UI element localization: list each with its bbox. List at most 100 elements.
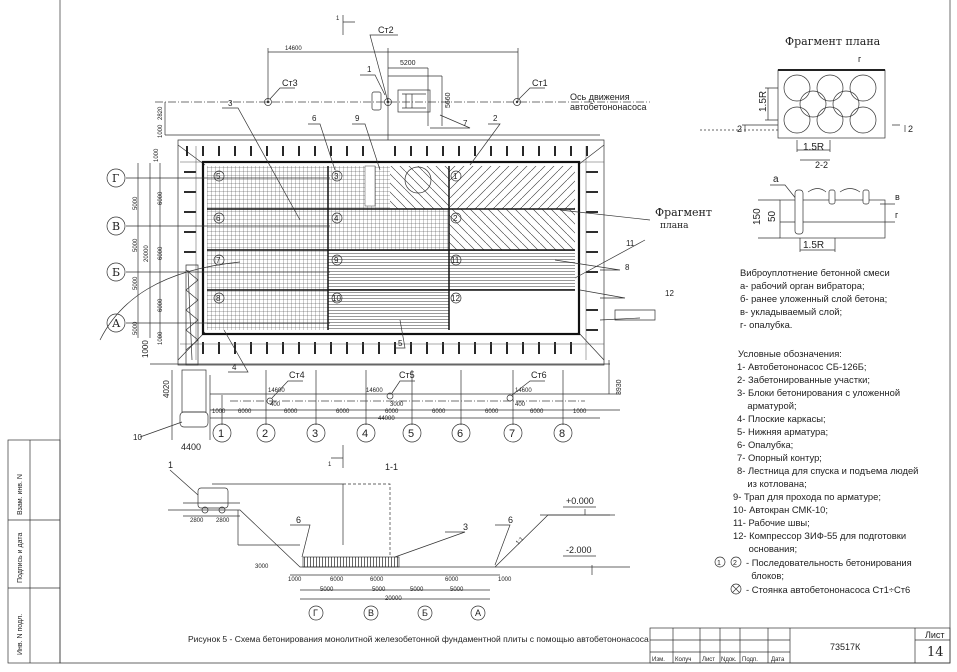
- svg-text:10: 10: [133, 433, 142, 442]
- sheet-label: Лист: [925, 630, 945, 640]
- station-st5: Ст5: [386, 370, 415, 400]
- svg-text:Ст2: Ст2: [378, 25, 394, 35]
- svg-text:5000: 5000: [410, 587, 424, 593]
- svg-text:9- Трап для прохода по арматур: 9- Трап для прохода по арматуре;: [733, 491, 881, 502]
- svg-text:а: а: [773, 174, 779, 185]
- vibration-notes: Виброуплотнение бетонной смеси а- рабочи…: [740, 267, 890, 330]
- svg-text:1000: 1000: [288, 577, 302, 583]
- col-change: Изм.: [652, 657, 665, 663]
- legend: Условные обозначения: 1- Автобетононасос…: [714, 348, 918, 595]
- svg-text:3: 3: [312, 428, 318, 440]
- svg-text:20000: 20000: [144, 245, 150, 262]
- svg-text:6000: 6000: [432, 409, 446, 415]
- svg-text:6: 6: [312, 114, 317, 123]
- svg-text:50: 50: [767, 210, 778, 222]
- svg-text:1.5R: 1.5R: [758, 91, 769, 112]
- svg-text:6000: 6000: [385, 409, 399, 415]
- svg-text:12: 12: [665, 289, 674, 298]
- figure-caption: Рисунок 5 - Схема бетонирования монолитн…: [188, 634, 649, 644]
- svg-text:в- укладываемый слой;: в- укладываемый слой;: [740, 306, 842, 317]
- svg-text:12: 12: [451, 294, 460, 303]
- svg-text:6: 6: [216, 214, 221, 223]
- svg-text:9: 9: [334, 256, 339, 265]
- drawing-code: 73517К: [830, 642, 861, 652]
- svg-text:1.5R: 1.5R: [803, 240, 824, 251]
- svg-text:8: 8: [559, 428, 565, 440]
- svg-text:6000: 6000: [238, 409, 252, 415]
- svg-text:5000: 5000: [133, 196, 139, 210]
- svg-text:10- Автокран СМК-10;: 10- Автокран СМК-10;: [733, 504, 828, 515]
- svg-text:2: 2: [733, 560, 737, 567]
- vibrator-icons: [794, 188, 870, 235]
- col-sheet: Лист: [702, 657, 715, 663]
- stamp-inv-original: Инв. N подл.: [17, 614, 24, 655]
- stamp-replace-inv: Взам. инв. N: [17, 474, 24, 515]
- svg-text:а- рабочий орган вибратора;: а- рабочий орган вибратора;: [740, 280, 865, 291]
- svg-text:6000: 6000: [485, 409, 499, 415]
- axis-note-1: Ось движения: [570, 92, 630, 102]
- sequence-symbol: 1 2: [714, 556, 742, 568]
- svg-text:б- ранее уложенный слой бетона: б- ранее уложенный слой бетона;: [740, 293, 887, 304]
- svg-text:44000: 44000: [378, 416, 395, 422]
- svg-text:Ст3: Ст3: [282, 78, 298, 88]
- svg-text:400: 400: [515, 402, 526, 408]
- svg-text:6: 6: [296, 515, 301, 525]
- left-dimensions: 1000 5000 5000 5000 5000 20000 6000 6000…: [133, 148, 164, 358]
- svg-text:150: 150: [752, 208, 763, 225]
- svg-text:14600: 14600: [515, 388, 532, 394]
- svg-text:3: 3: [228, 99, 233, 108]
- svg-text:3- Блоки бетонирования с уложе: 3- Блоки бетонирования с уложенной: [737, 387, 900, 398]
- svg-text:В: В: [368, 608, 374, 618]
- svg-text:14600: 14600: [366, 388, 383, 394]
- section-title: 1-1: [385, 462, 398, 472]
- axis-G: Г: [112, 172, 119, 185]
- col-date: Дата: [771, 657, 785, 663]
- svg-text:Ст4: Ст4: [289, 370, 305, 380]
- svg-text:10: 10: [332, 294, 341, 303]
- svg-text:А: А: [475, 608, 481, 618]
- truck-crane-icon: [139, 264, 209, 438]
- axis-note-2: автобетононасоса: [570, 102, 646, 112]
- section-cut-mark-bottom: [331, 445, 344, 468]
- svg-text:20000: 20000: [385, 596, 402, 602]
- svg-text:плана: плана: [660, 221, 689, 231]
- svg-text:г- опалубка.: г- опалубка.: [740, 319, 792, 330]
- station-symbol-icon: [730, 583, 742, 595]
- vibration-heading: Виброуплотнение бетонной смеси: [740, 267, 890, 278]
- concrete-pump-truck-icon: [183, 483, 391, 555]
- stamp-signature-date: Подпись и дата: [17, 533, 24, 583]
- svg-text:2: 2: [453, 214, 458, 223]
- svg-text:11: 11: [451, 256, 460, 265]
- svg-text:Ст6: Ст6: [531, 370, 547, 380]
- block-concreted: [390, 166, 449, 209]
- svg-text:арматурой;: арматурой;: [737, 400, 797, 411]
- fragment-callout-title: Фрагмент: [655, 206, 712, 219]
- sheet-frame: [59, 0, 951, 664]
- svg-text:5: 5: [216, 172, 221, 181]
- block-working-joints: [328, 250, 575, 290]
- svg-text:1: 1: [453, 172, 458, 181]
- svg-text:7- Опорный контур;: 7- Опорный контур;: [737, 452, 822, 463]
- svg-text:1:1: 1:1: [515, 536, 526, 547]
- svg-text:2: 2: [262, 428, 268, 440]
- section-cut-mark-top: [342, 15, 355, 35]
- axis-A: А: [112, 317, 121, 330]
- side-stamp: Взам. инв. N Подпись и дата Инв. N подл.: [7, 439, 61, 664]
- svg-text:7: 7: [509, 428, 515, 440]
- svg-text:2: 2: [908, 124, 913, 134]
- svg-text:2800: 2800: [216, 518, 230, 524]
- svg-text:3: 3: [334, 172, 339, 181]
- station-st2: Ст2: [369, 25, 398, 106]
- svg-text:Ст1: Ст1: [532, 78, 548, 88]
- svg-text:6000: 6000: [158, 246, 164, 260]
- svg-text:2-2: 2-2: [815, 160, 828, 170]
- bottom-dimensions: 14600 14600 14600 400 3000 400 1000 6000…: [150, 360, 623, 452]
- svg-text:6: 6: [457, 428, 463, 440]
- svg-text:5000: 5000: [320, 587, 334, 593]
- svg-text:1000: 1000: [212, 409, 226, 415]
- svg-text:400: 400: [270, 402, 281, 408]
- section-slab: [302, 556, 400, 568]
- svg-text:блоков;: блоков;: [746, 570, 784, 581]
- ladder-ramp: [364, 165, 376, 207]
- axis-V: В: [112, 220, 120, 233]
